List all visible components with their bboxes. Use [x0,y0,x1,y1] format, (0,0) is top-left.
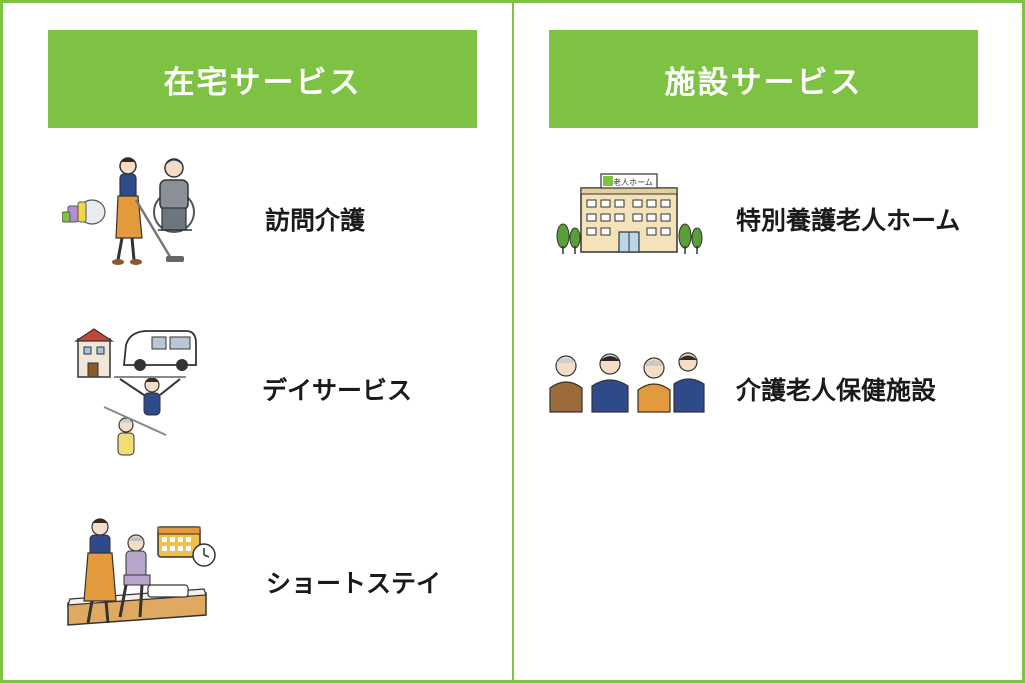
facility-services-title: 施設サービス [664,64,863,101]
nursing-home-building-icon: 老人ホーム [553,172,706,256]
short-stay-icon [56,513,218,635]
home-services-header: 在宅サービス [48,30,477,128]
column-divider [512,0,514,683]
home-services-title: 在宅サービス [163,64,362,101]
nursing-home-label: 特別養護老人ホーム [736,206,961,235]
facility-services-header: 施設サービス [549,30,978,128]
day-service-label: デイサービス [262,376,413,405]
care-staff-group-icon [548,350,706,414]
short-stay-label: ショートステイ [266,569,442,598]
building-sign-text: 老人ホーム [613,177,653,187]
care-facility-label: 介護老人保健施設 [736,376,937,405]
home-care-icon [61,152,202,270]
home-care-label: 訪問介護 [265,206,366,235]
day-service-icon [74,325,202,460]
